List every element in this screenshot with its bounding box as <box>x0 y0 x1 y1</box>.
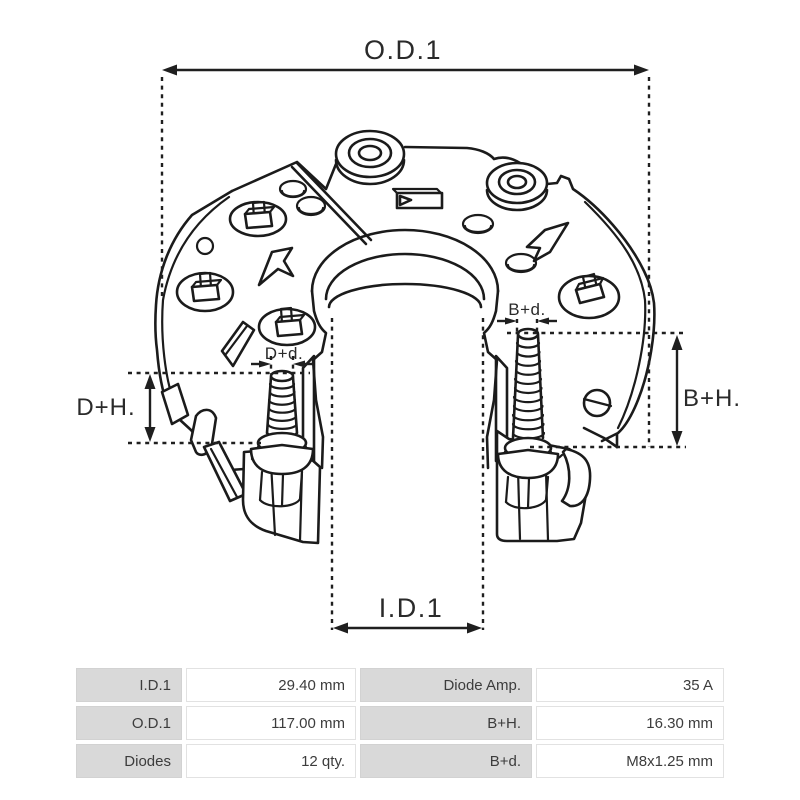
left-rim-inner-edge <box>161 195 231 402</box>
id1-label: I.D.1 <box>379 593 444 623</box>
center-sleeve <box>301 354 509 470</box>
keyway-mark <box>391 187 444 210</box>
dh-label: D+H. <box>76 394 135 421</box>
spec-label-cell: B+H. <box>360 706 532 740</box>
diode-2 <box>175 271 235 313</box>
center-arch <box>310 228 500 362</box>
spec-value-cell: 12 qty. <box>186 744 356 778</box>
spec-label-cell: O.D.1 <box>76 706 182 740</box>
bplus-collar <box>496 448 560 480</box>
screw-slot <box>582 397 613 408</box>
dimension-dh: D+H. <box>76 371 310 445</box>
bd-label: B+d. <box>508 300 545 319</box>
boss-right <box>485 161 549 212</box>
spec-value-cell: 35 A <box>536 668 724 702</box>
stamp-arrow-right <box>525 221 570 263</box>
spec-label-cell: Diodes <box>76 744 182 778</box>
dplus-collar <box>249 443 315 476</box>
dimension-dd: D+d. <box>251 344 313 374</box>
plate-holes <box>195 179 538 274</box>
spec-value-cell: 29.40 mm <box>186 668 356 702</box>
stamp-arrow-left <box>257 246 295 287</box>
boss-left <box>334 129 406 186</box>
diode-3 <box>257 306 317 347</box>
stud-dplus <box>249 369 315 508</box>
spec-label-cell: Diode Amp. <box>360 668 532 702</box>
spec-value-cell: M8x1.25 mm <box>536 744 724 778</box>
dd-label: D+d. <box>265 344 303 363</box>
dimension-bd: B+d. <box>497 300 557 333</box>
spec-label-cell: B+d. <box>360 744 532 778</box>
right-rim-inner-edge <box>583 200 647 430</box>
dimension-bh: B+H. <box>507 331 741 449</box>
right-ear-tab <box>560 447 592 508</box>
diode-4 <box>557 272 621 320</box>
od1-label: O.D.1 <box>364 35 442 65</box>
spec-value-cell: 16.30 mm <box>536 706 724 740</box>
bh-label: B+H. <box>683 385 741 412</box>
table-row: O.D.1 117.00 mm B+H. 16.30 mm <box>76 706 724 740</box>
specs-table: I.D.1 29.40 mm Diode Amp. 35 A O.D.1 117… <box>72 664 728 782</box>
table-row: I.D.1 29.40 mm Diode Amp. 35 A <box>76 668 724 702</box>
dimension-id1: I.D.1 <box>330 318 485 634</box>
dimension-od1: O.D.1 <box>160 35 651 447</box>
slot-mark <box>220 320 256 368</box>
diode-1 <box>228 200 288 238</box>
spec-label-cell: I.D.1 <box>76 668 182 702</box>
table-row: Diodes 12 qty. B+d. M8x1.25 mm <box>76 744 724 778</box>
spec-value-cell: 117.00 mm <box>186 706 356 740</box>
